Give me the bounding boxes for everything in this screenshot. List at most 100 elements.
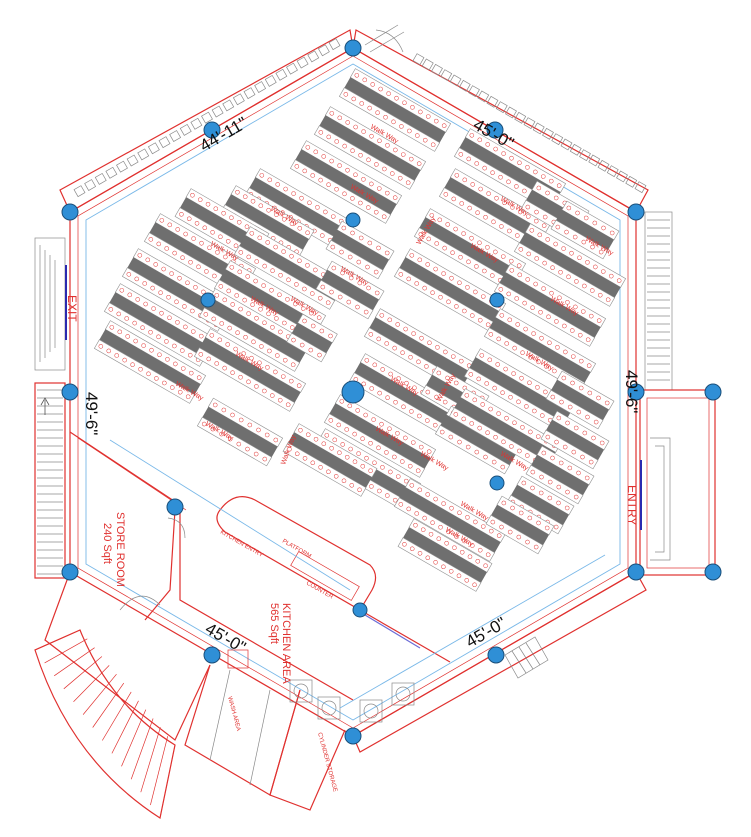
table-block (282, 423, 378, 497)
washbasin-icon (505, 106, 517, 119)
dimension-guides (109, 439, 606, 709)
column-icon (627, 203, 645, 221)
column-icon (704, 563, 722, 581)
washbasin-icon (449, 74, 462, 87)
kitchen-partitions (44, 431, 451, 811)
column-icon (203, 121, 221, 139)
washbasin-icon (486, 95, 499, 108)
washbasin-icon (542, 127, 554, 140)
washbasin-icon (532, 122, 545, 135)
top-fixtures (73, 38, 647, 198)
exit-label: EXIT (65, 295, 79, 322)
table-block (93, 320, 207, 404)
washbasin-icon (468, 85, 480, 98)
washbasin-icon (190, 117, 203, 130)
table-block (545, 370, 615, 430)
washbasin-icon (179, 123, 192, 136)
counter-label: COUNTER (305, 581, 334, 601)
washbasin-icon (597, 159, 610, 172)
washbasin-icon (523, 117, 536, 130)
store-room-label: STORE ROOM (114, 512, 126, 587)
washbasin-icon (625, 175, 638, 188)
table-block (193, 328, 307, 412)
washbasin-icon (560, 138, 573, 151)
table-block (103, 283, 217, 367)
dim-right: 49'-6" (622, 370, 641, 413)
washbasin-icon (264, 74, 277, 87)
dim-left: 49'-6" (82, 392, 101, 435)
table-block (438, 168, 552, 252)
column-icon (203, 646, 221, 664)
washbasin-icon (412, 53, 425, 66)
store-room-area: 240 Sqft (101, 523, 113, 564)
column-icon (352, 602, 368, 618)
table-block (413, 208, 527, 292)
washbasin-icon (94, 172, 107, 185)
table-block (233, 226, 347, 310)
table-block (448, 388, 562, 472)
washbasin-icon (307, 50, 320, 63)
washbasin-icon (222, 99, 235, 112)
washbasin-icon (254, 81, 267, 93)
washbasin-icon (421, 58, 434, 71)
table-block (513, 223, 627, 307)
column-icon (704, 383, 722, 401)
column-icon (489, 475, 505, 491)
table-block (485, 495, 555, 555)
column-icon (341, 380, 365, 404)
dim-top-left: 44'-11" (197, 113, 251, 155)
washbasin-icon (551, 133, 564, 146)
washbasin-icon (147, 142, 160, 155)
column-icon (486, 121, 504, 139)
washbasin-icon (232, 93, 245, 106)
washbasin-icon (211, 105, 224, 118)
table-block (286, 313, 338, 363)
structural-columns (61, 39, 722, 745)
table-block (313, 106, 427, 190)
table-block (338, 68, 452, 152)
table-block (196, 397, 284, 467)
column-icon (61, 203, 79, 221)
washbasin-icon (158, 136, 171, 149)
washbasin-icon (275, 68, 288, 81)
table-block (289, 140, 403, 224)
table-block (393, 248, 507, 332)
column-icon (200, 292, 216, 308)
washbasin-icon (243, 87, 256, 100)
washbasin-icon (579, 149, 591, 162)
table-block (393, 478, 507, 562)
washbasin-icon (84, 179, 97, 191)
table-block (325, 220, 395, 280)
washbasin-icon (169, 130, 182, 142)
table-block (315, 260, 385, 320)
washbasin-icon (286, 62, 298, 75)
dim-bottom-right: 45'-0" (463, 613, 510, 651)
column-icon (344, 727, 362, 745)
washbasin-icon (116, 160, 128, 173)
washbasin-icon (569, 143, 582, 156)
washbasin-icon (458, 79, 471, 92)
column-icon (166, 498, 184, 516)
washbasin-icon (588, 154, 601, 167)
washbasin-icon (606, 165, 619, 178)
washbasin-icon (514, 111, 527, 124)
washbasin-icon (201, 111, 213, 124)
column-icon (489, 292, 505, 308)
washbasin-icon (616, 170, 628, 183)
stoves (289, 679, 415, 723)
table-block (323, 394, 437, 478)
washbasin-icon (105, 166, 118, 179)
ramp (34, 629, 176, 819)
washbasin-icon (296, 56, 309, 69)
kitchen-area-size: 565 Sqft (268, 603, 280, 644)
washbasin-icon (431, 63, 443, 76)
table-block (540, 410, 610, 470)
column-icon (61, 563, 79, 581)
table-block (198, 288, 312, 372)
column-icon (344, 39, 362, 57)
table-block (525, 445, 595, 505)
washbasin-icon (137, 148, 150, 161)
left-exit-stair (34, 237, 67, 579)
washbasin-icon (126, 154, 139, 167)
